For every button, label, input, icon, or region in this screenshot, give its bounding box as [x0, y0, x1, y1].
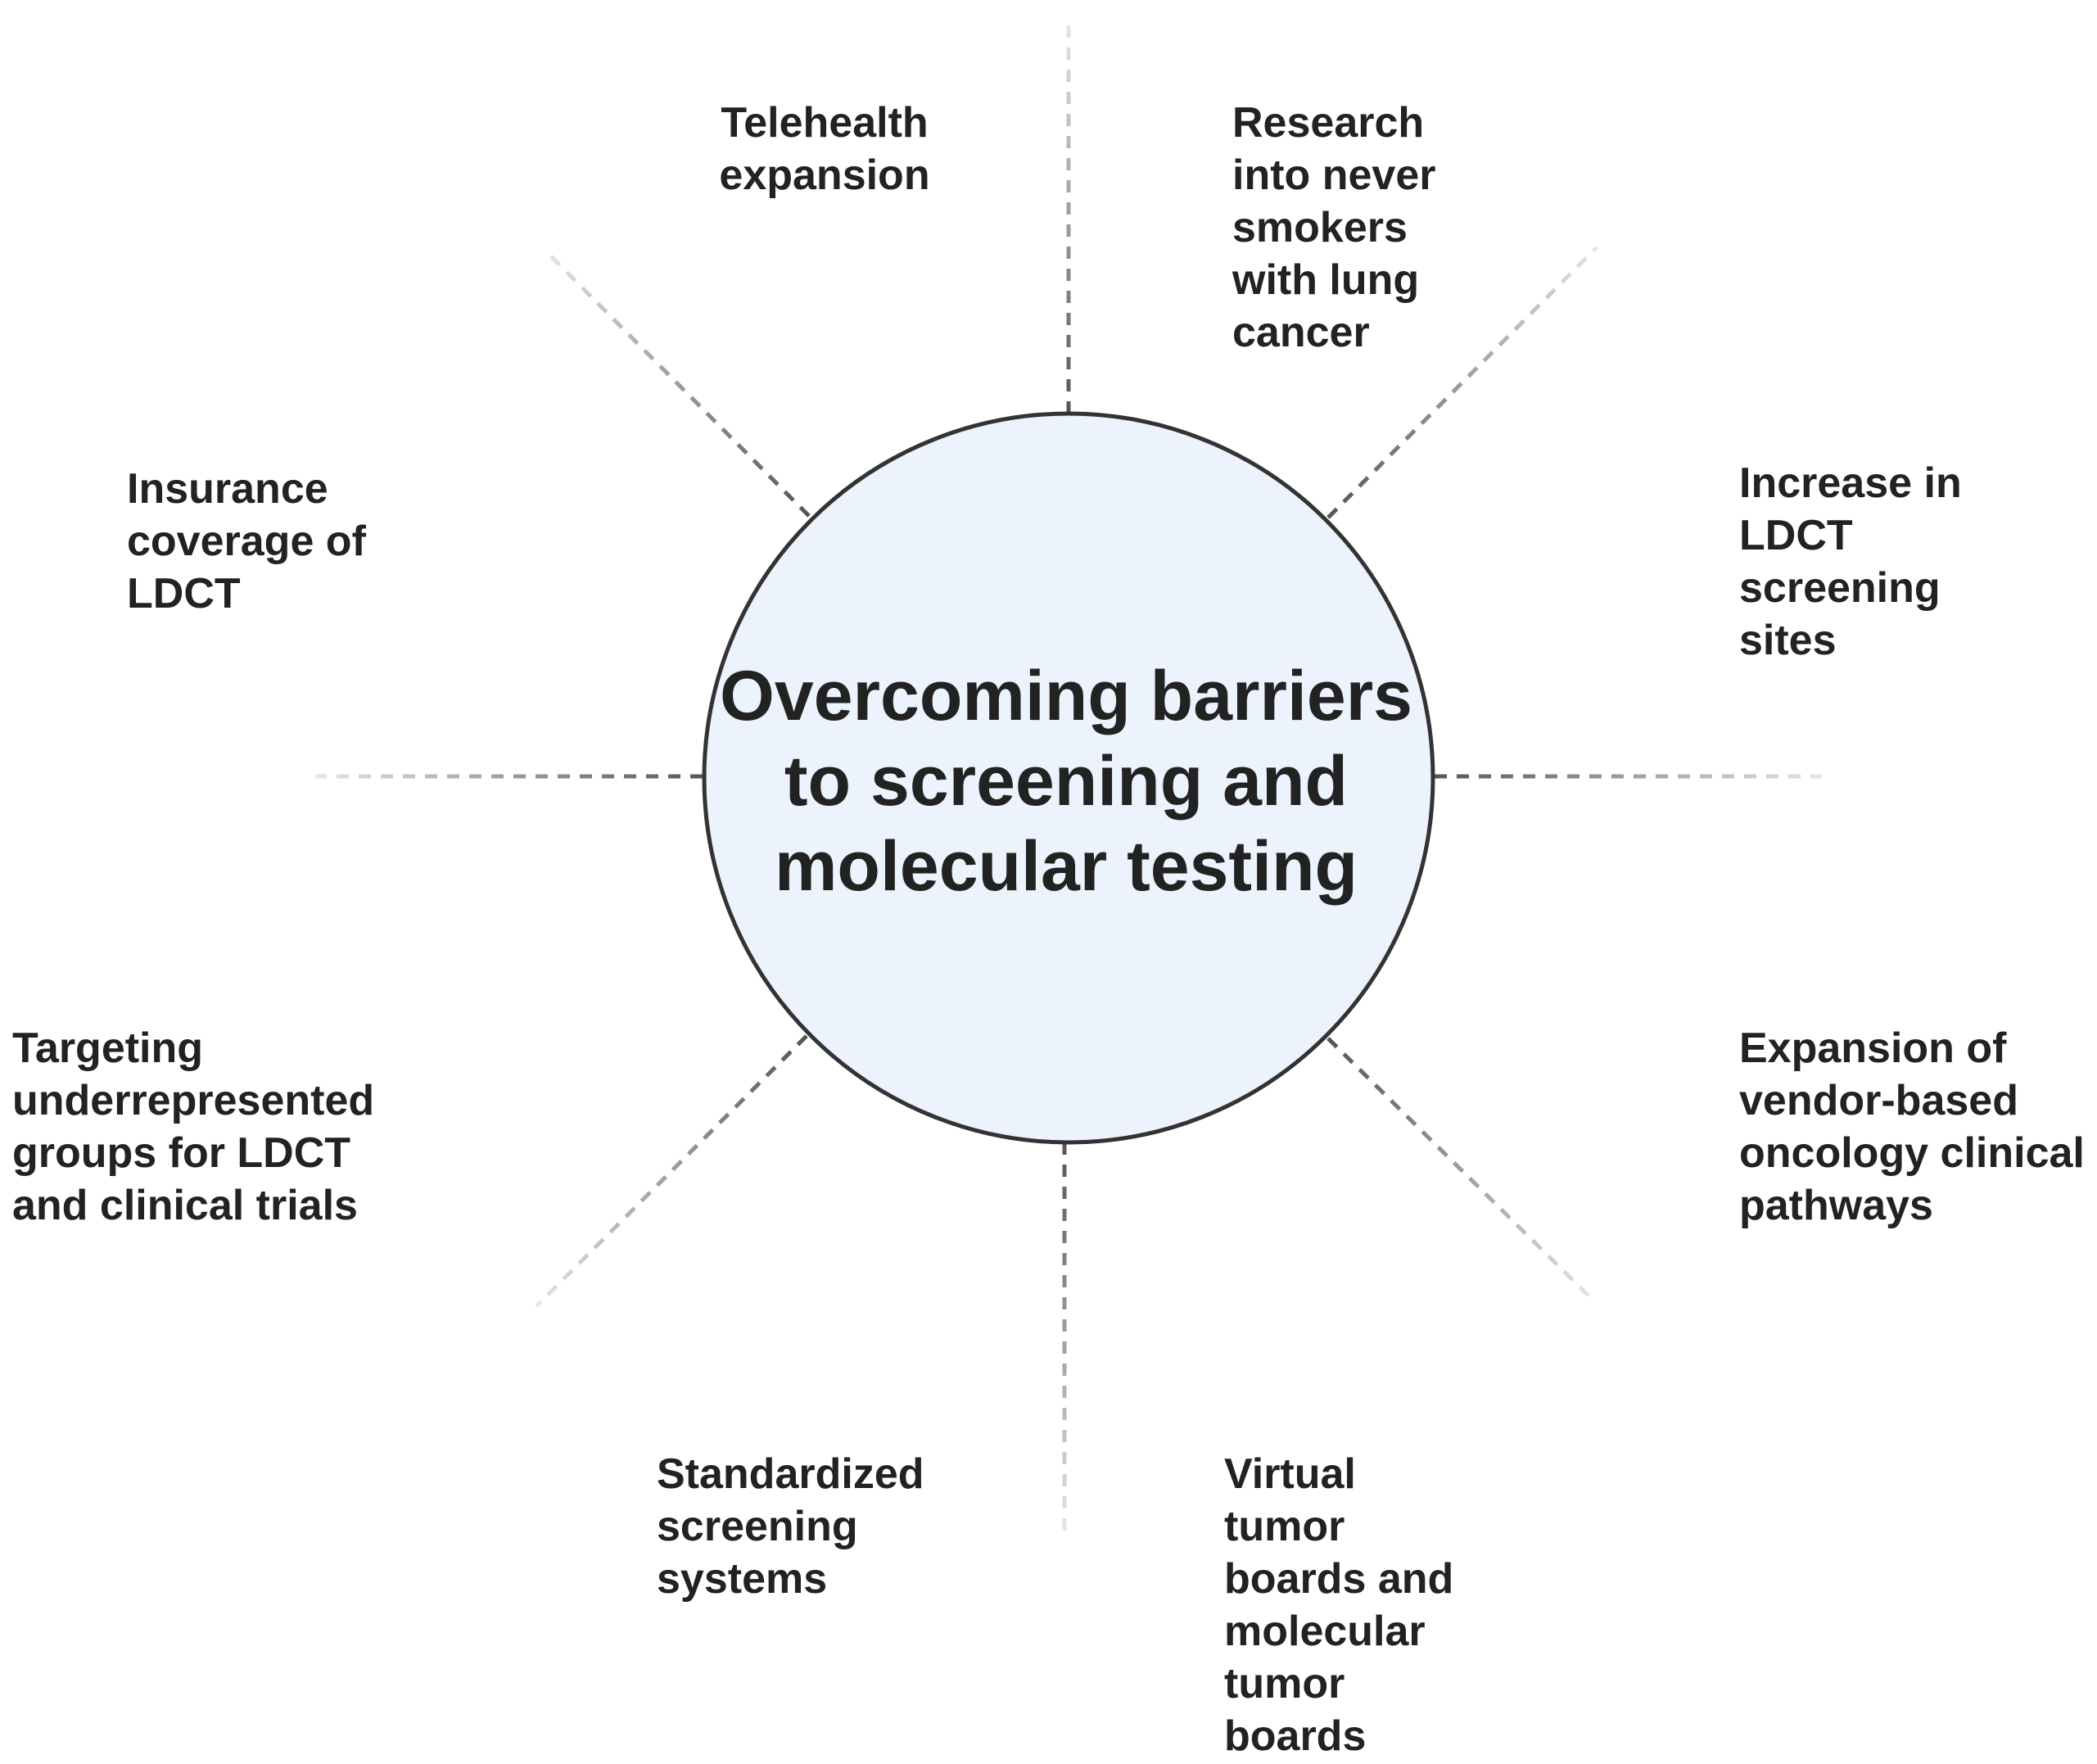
- spoke-upper-left: [543, 248, 811, 518]
- item-telehealth-expansion: Telehealth expansion: [719, 99, 930, 199]
- spoke-lower-right: [1326, 1037, 1597, 1304]
- spoke-lower-left: [535, 1034, 808, 1308]
- item-insurance-coverage: Insurance coverage of LDCT: [127, 465, 366, 617]
- item-targeting-underrepresented: Targeting underrepresented groups for LD…: [12, 1024, 375, 1229]
- spoke-upper-right: [1326, 246, 1598, 519]
- center-circle: [702, 411, 1435, 1145]
- item-vendor-pathways: Expansion of vendor-based oncology clini…: [1739, 1024, 2085, 1229]
- item-standardized-screening: Standardized screening systems: [657, 1450, 924, 1603]
- item-research-never-smokers: Research into never smokers with lung ca…: [1232, 99, 1436, 356]
- item-increase-ldct-sites: Increase in LDCT screening sites: [1739, 459, 1962, 664]
- center-title: Overcoming barriers to screening and mol…: [719, 657, 1413, 906]
- item-virtual-tumor-boards: Virtual tumor boards and molecular tumor…: [1224, 1450, 1454, 1760]
